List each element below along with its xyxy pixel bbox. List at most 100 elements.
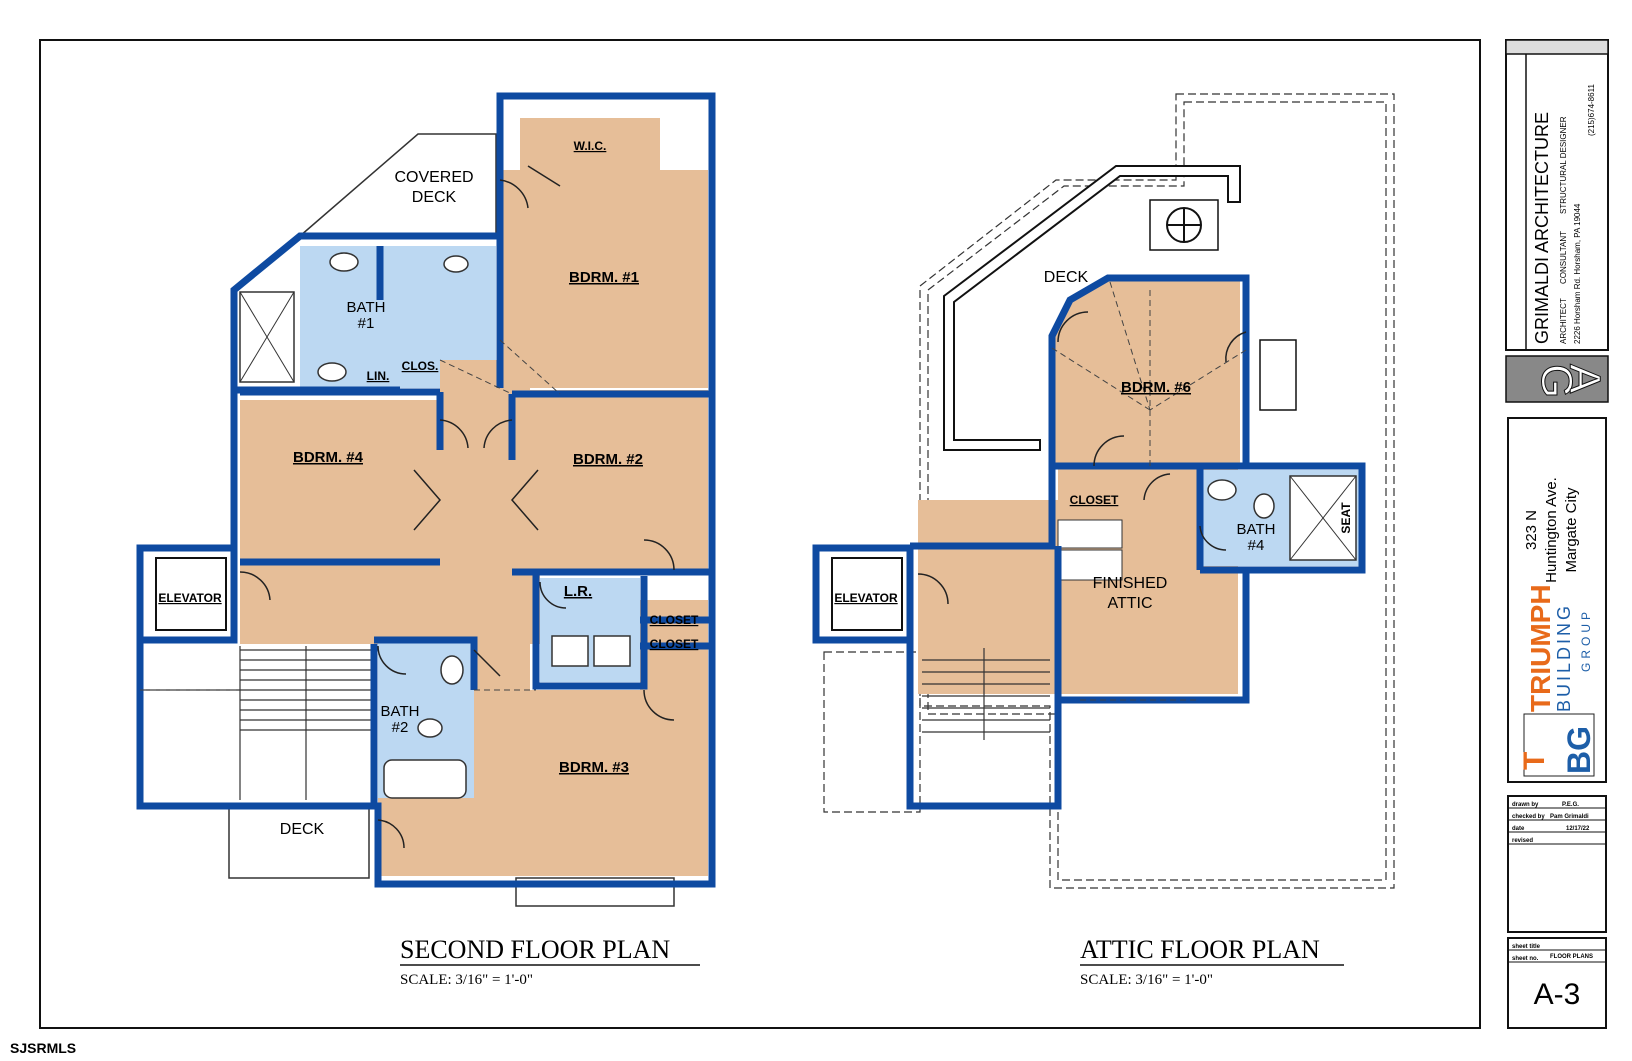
label-finished-2: ATTIC: [1107, 595, 1152, 612]
toilet-4: [1253, 493, 1275, 519]
label-lin: LIN.: [367, 369, 390, 383]
revised-label: revised: [1512, 838, 1533, 844]
label-bath1-1: BATH: [347, 299, 386, 316]
bdrm1-fill: [500, 170, 708, 388]
label-deck: DECK: [280, 821, 325, 838]
label-closet-a: CLOSET: [650, 613, 699, 627]
attic-door-swings: [917, 311, 1247, 605]
builder-name-1: TRIUMPH: [1525, 584, 1556, 712]
sink-3: [417, 718, 443, 738]
label-bdrm4: BDRM. #4: [293, 449, 364, 466]
second-floor-plan: W.I.C. COVERED DECK BDRM. #1 BATH #1 LIN…: [136, 92, 716, 988]
monogram-g: G: [1532, 364, 1581, 398]
second-floor-walls: [136, 92, 716, 888]
label-bath1-2: #1: [358, 315, 375, 332]
attic-stair-treads: [922, 648, 1050, 740]
attic-label-elevator: ELEVATOR: [834, 591, 898, 605]
wic-fill: [520, 118, 660, 170]
firm-role-architect: ARCHITECT: [1559, 298, 1568, 344]
firm-name: GRIMALDI ARCHITECTURE: [1532, 112, 1552, 344]
firm-role-structural: STRUCTURAL DESIGNER: [1559, 116, 1568, 214]
attic-floor-title: ATTIC FLOOR PLAN: [1080, 935, 1320, 964]
dryer: [593, 635, 631, 667]
sheet-number: A-3: [1534, 978, 1581, 1011]
checked-by-value: Pam Grimaldi: [1550, 814, 1589, 820]
title-block: GRIMALDI ARCHITECTURE ARCHITECT CONSULTA…: [1505, 39, 1610, 1029]
sink-2: [317, 362, 347, 382]
label-bdrm1: BDRM. #1: [569, 269, 639, 286]
label-closet-b: CLOSET: [650, 637, 699, 651]
bdrm3-ext-fill: [378, 798, 474, 876]
sheet-title-label: sheet title: [1512, 944, 1541, 950]
sink-1: [329, 252, 359, 272]
label-bdrm6: BDRM. #6: [1121, 379, 1191, 396]
deck-railing: [943, 165, 1241, 451]
lower-roof-outline: [823, 651, 921, 813]
label-bath4-1: BATH: [1237, 521, 1276, 538]
builder-initials-bg: BG: [1561, 726, 1597, 774]
label-bdrm2: BDRM. #2: [573, 451, 643, 468]
firm-phone: (215)674-8611: [1587, 84, 1596, 136]
bathtub: [383, 759, 467, 799]
monogram-a: A: [1560, 364, 1609, 394]
date-value: 12/17/22: [1566, 826, 1590, 832]
roof-outline-inner: [927, 101, 1387, 881]
drawn-by-block: [1507, 795, 1607, 933]
label-finished-1: FINISHED: [1093, 575, 1168, 592]
label-bath2-1: BATH: [381, 703, 420, 720]
project-line-2: Huntington Ave.: [1543, 477, 1560, 583]
builder-name-2: BUILDING: [1554, 603, 1574, 712]
sink-4: [1207, 479, 1237, 501]
dashed-overhead: [140, 339, 561, 691]
attic-floor-plan: DECK BDRM. #6 CLOSET BATH #4 SEAT FINISH…: [812, 93, 1395, 988]
lower-deck-area: [228, 807, 370, 879]
second-floor-title: SECOND FLOOR PLAN: [400, 935, 670, 964]
sheet-title-value: FLOOR PLANS: [1550, 954, 1593, 960]
attic-label-deck: DECK: [1044, 269, 1089, 286]
builder-logo: T BG TRIUMPH BUILDING GROUP: [1518, 584, 1597, 777]
label-clos: CLOS.: [402, 359, 439, 373]
second-floor-scale: SCALE: 3/16" = 1'-0": [400, 972, 533, 988]
bdrm3-fill: [474, 690, 708, 876]
label-lr: L.R.: [564, 583, 592, 600]
label-wic: W.I.C.: [574, 139, 607, 153]
label-bath2-2: #2: [392, 719, 409, 736]
attic-dashed: [1051, 281, 1247, 701]
label-covered-deck-1: COVERED: [394, 169, 473, 186]
drawn-by-label: drawn by: [1512, 802, 1539, 808]
landing-fill: [240, 560, 540, 644]
firm-address: 2226 Horsham Rd. Horsham, PA 19044: [1573, 203, 1582, 344]
checked-by-label: checked by: [1512, 814, 1545, 820]
washer: [551, 635, 589, 667]
label-bath4-2: #4: [1248, 537, 1265, 554]
label-seat: SEAT: [1339, 502, 1353, 534]
toilet-1: [443, 255, 469, 273]
bdrm4-fill: [240, 400, 440, 560]
attic-elevator-car: [831, 557, 903, 631]
label-bdrm3: BDRM. #3: [559, 759, 629, 776]
bdrm2-fill: [512, 390, 708, 570]
firm-role-consultant: CONSULTANT: [1559, 231, 1568, 284]
attic-closet: [1057, 519, 1123, 549]
toilet-2: [440, 655, 464, 685]
label-elevator: ELEVATOR: [158, 591, 222, 605]
stair-treads: [140, 646, 372, 800]
label-covered-deck-2: DECK: [412, 189, 457, 206]
drawn-by-value: P.E.G.: [1562, 802, 1579, 808]
date-label: date: [1512, 826, 1525, 832]
bdrm6-fill: [1052, 278, 1240, 466]
elevator-car: [155, 557, 227, 631]
skylight: [1259, 339, 1297, 411]
firm-block: [1505, 39, 1609, 351]
builder-initials-t: T: [1518, 752, 1551, 770]
sheet-border: [39, 39, 1481, 1029]
project-line-1: 323 N: [1523, 510, 1540, 550]
monogram-block: [1505, 355, 1609, 403]
sheet-no-label: sheet no.: [1512, 956, 1539, 962]
watermark: SJSRMLS: [10, 1040, 77, 1056]
project-line-3: Margate City: [1563, 487, 1580, 573]
attic-stair-top: [1057, 549, 1123, 581]
attic-walls: [906, 274, 1366, 810]
